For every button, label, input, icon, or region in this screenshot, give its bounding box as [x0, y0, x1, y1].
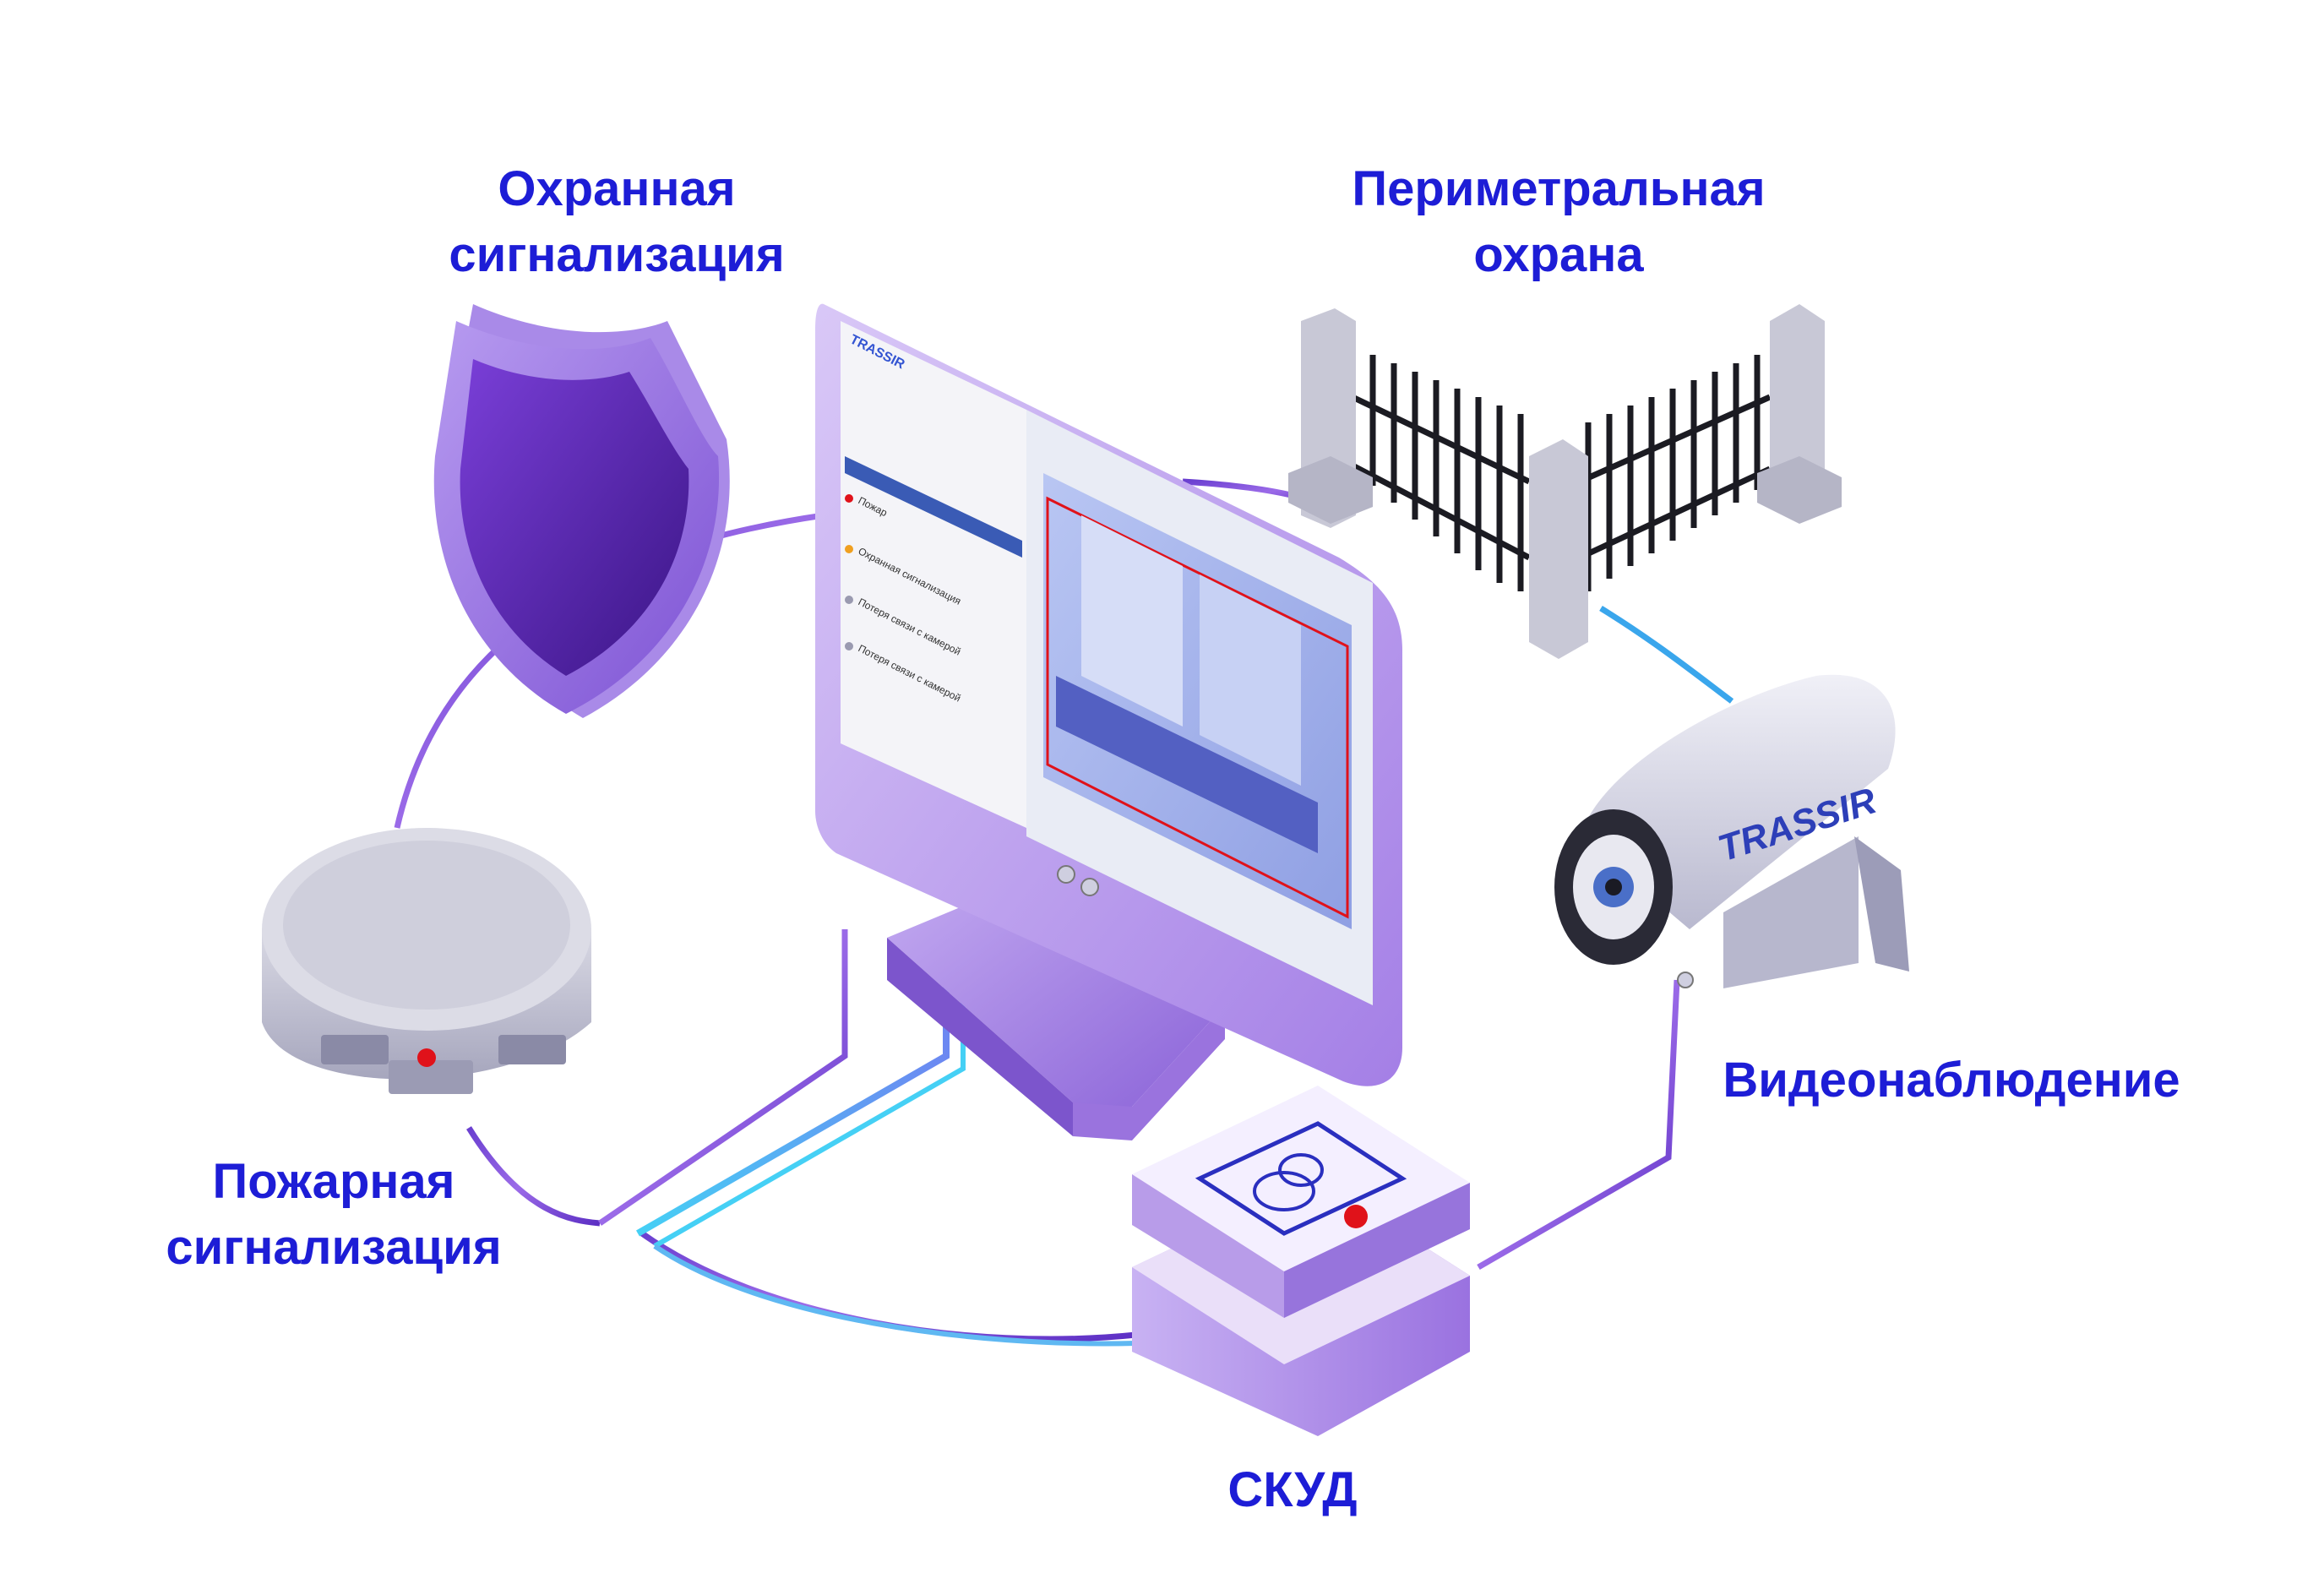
- smoke-detector-icon: [262, 828, 591, 1094]
- room-windows: [1056, 515, 1318, 853]
- label-video-line1: Видеонаблюдение: [1723, 1053, 2180, 1108]
- label-perimeter-line2: охрана: [1473, 227, 1644, 282]
- label-fire-line2: сигнализация: [166, 1220, 502, 1275]
- label-perimeter-security: Периметральная охрана: [1305, 156, 1812, 288]
- monitor: TRASSIR Пожар Охранная сигнализация Поте…: [815, 303, 1402, 1140]
- label-security-alarm: Охранная сигнализация: [422, 156, 811, 288]
- label-video-surveillance: Видеонаблюдение: [1690, 1048, 2213, 1113]
- label-fire-line1: Пожарная: [212, 1154, 455, 1209]
- label-perimeter-line1: Периметральная: [1352, 161, 1766, 216]
- label-security-line2: сигнализация: [449, 227, 785, 282]
- label-security-line1: Охранная: [498, 161, 736, 216]
- label-access-line1: СКУД: [1227, 1462, 1358, 1517]
- label-access-control: СКУД: [1166, 1457, 1419, 1523]
- shield-icon: [433, 304, 730, 718]
- camera-icon: TRASSIR: [1554, 674, 1909, 988]
- access-control-icon: [1132, 1086, 1470, 1436]
- fence-icon: [1288, 304, 1842, 659]
- label-fire-alarm: Пожарная сигнализация: [131, 1149, 536, 1281]
